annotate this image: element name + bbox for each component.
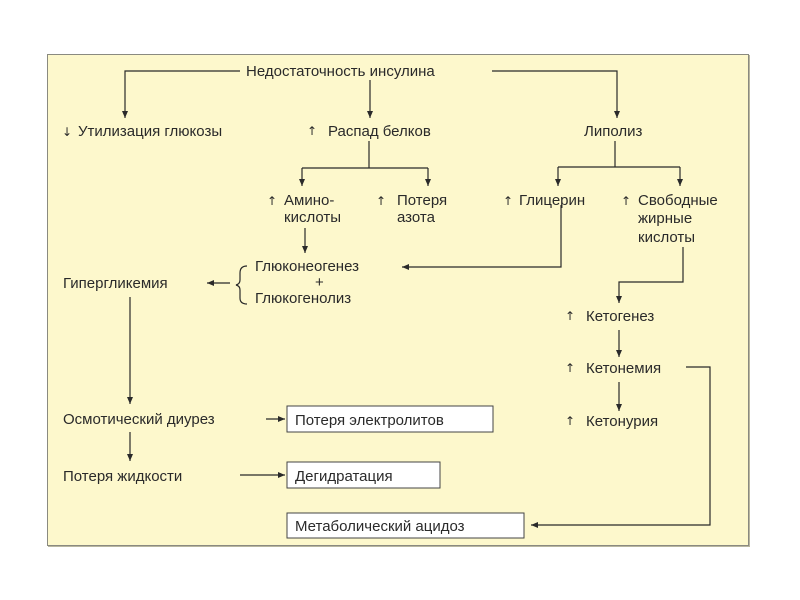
node-insulin-deficiency: Недостаточность инсулина (246, 63, 435, 80)
arrow-down-icon: ↓ (62, 125, 72, 139)
arrow-up-icon: ↑ (503, 194, 513, 208)
box-dehydration-label: Дегидратация (295, 468, 393, 485)
box-metabolic-acidosis-label: Метаболический ацидоз (295, 518, 465, 535)
arrow-up-icon: ↑ (565, 414, 575, 428)
node-glucose-utilization: Утилизация глюкозы (78, 123, 222, 140)
edge-glycerol-to-gluconeo (402, 205, 562, 270)
node-glycogenolysis: Глюкогенолиз (255, 290, 351, 307)
arrow-up-icon: ↑ (376, 194, 386, 208)
box-electrolyte-loss-label: Потеря электролитов (295, 412, 444, 429)
node-ffa-line3: кислоты (638, 229, 695, 246)
arrow-up-icon: ↑ (307, 124, 317, 138)
edge-lipolysis-split (558, 141, 680, 168)
edge-ffa-to-ketogenesis (616, 247, 684, 303)
node-gluconeogenesis: Глюконеогенез (255, 258, 359, 275)
box-electrolyte-loss (286, 405, 494, 433)
edge-ketonemia-to-acidosis (531, 366, 711, 528)
plus-sign: + (315, 274, 324, 291)
arrow-up-icon: ↑ (565, 361, 575, 375)
node-ffa-line1: Свободные (638, 192, 718, 209)
arrow-up-icon: ↑ (621, 194, 631, 208)
arrow-up-icon: ↑ (565, 309, 575, 323)
edge-protein-to-amino (302, 141, 428, 169)
node-hyperglycemia: Гипергликемия (63, 275, 168, 292)
arrow-up-icon: ↑ (267, 194, 277, 208)
connectors (122, 70, 711, 528)
node-fluid-loss: Потеря жидкости (63, 468, 182, 485)
box-metabolic-acidosis (286, 512, 525, 539)
node-glycerol: Глицерин (519, 192, 585, 209)
brace (235, 265, 248, 305)
node-lipolysis: Липолиз (584, 123, 642, 140)
box-dehydration (286, 461, 441, 489)
edge-root-to-glucose (122, 70, 240, 118)
node-ketogenesis: Кетогенез (586, 308, 654, 325)
node-protein-breakdown: Распад белков (328, 123, 431, 140)
node-osmotic-diuresis: Осмотический диурез (63, 411, 215, 428)
edge-root-to-lipolysis (492, 70, 620, 118)
node-nitrogen-loss-line2: азота (397, 209, 436, 226)
node-ketonemia: Кетонемия (586, 360, 661, 377)
node-ffa-line2: жирные (638, 210, 692, 227)
node-nitrogen-loss-line1: Потеря (397, 192, 447, 209)
node-amino-acids-line1: Амино- (284, 192, 334, 209)
node-ketonuria: Кетонурия (586, 413, 658, 430)
node-amino-acids-line2: кислоты (284, 209, 341, 226)
